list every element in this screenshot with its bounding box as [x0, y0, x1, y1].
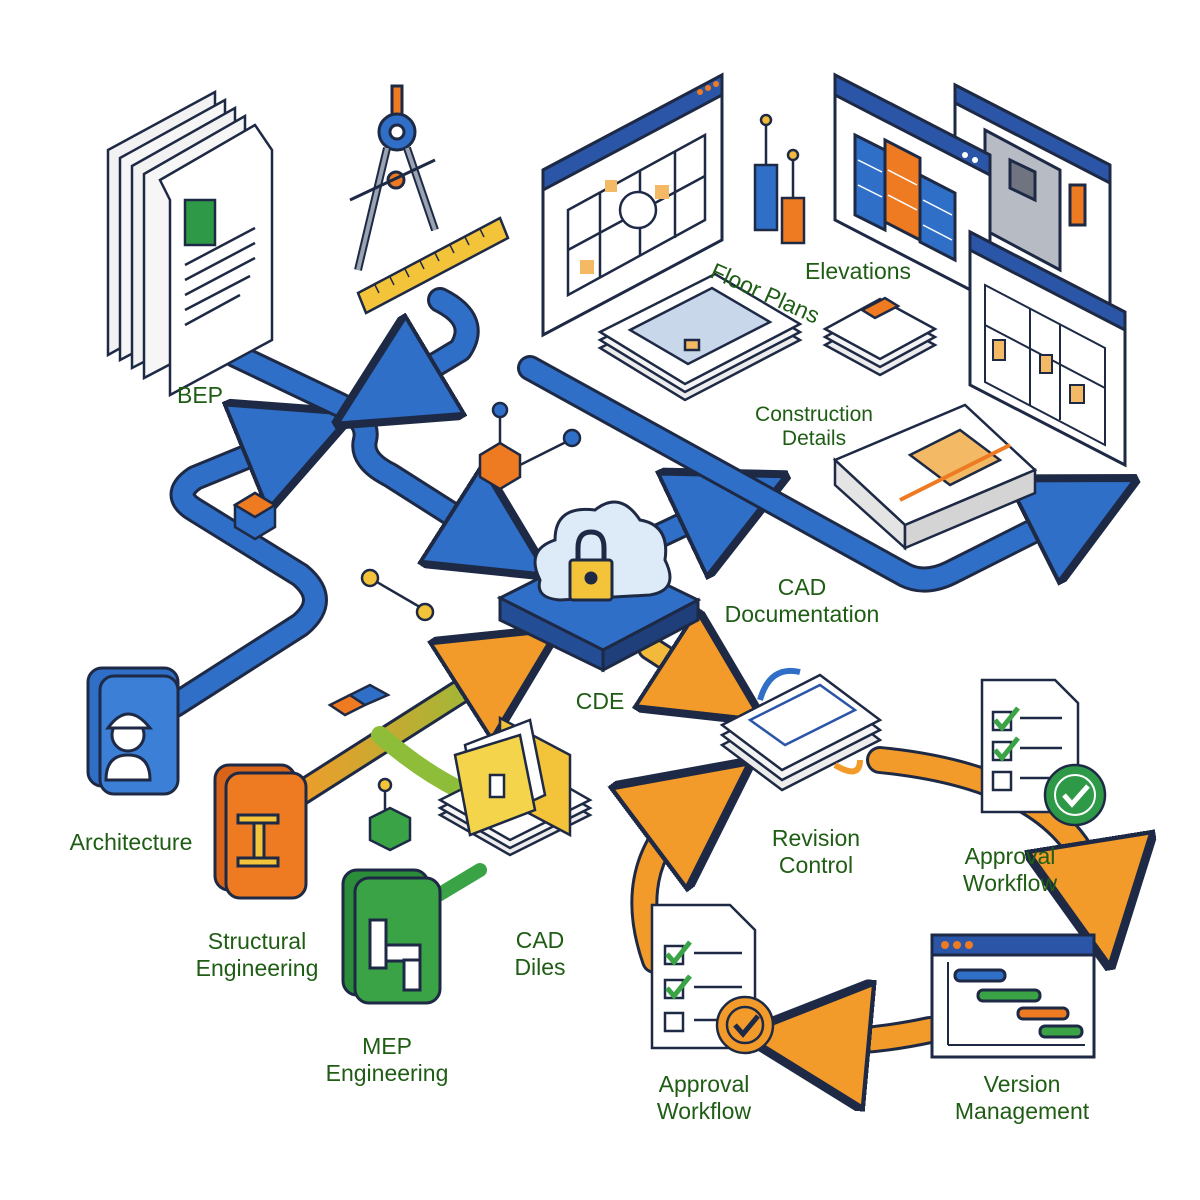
blue-flow-arrows — [162, 287, 1085, 718]
label-cde: CDE — [575, 688, 625, 714]
elevation-window-front — [833, 72, 992, 303]
revision-sheet-stack — [719, 667, 883, 792]
label-revision-control: Revision Control — [771, 825, 861, 878]
cube-icon — [232, 401, 582, 852]
label-version-management: Version Management — [954, 1071, 1090, 1124]
cloud-lock-icon — [496, 500, 702, 673]
detail-block-icon — [832, 403, 1038, 551]
steel-beam-icon — [213, 763, 308, 900]
compass-icon — [349, 84, 439, 271]
elevation-sheet-stack — [822, 296, 938, 377]
label-architecture: Architecture — [69, 829, 193, 855]
label-bep: BEP — [176, 382, 224, 408]
orange-flow-arrows — [277, 648, 715, 907]
approval-badge-icon — [1043, 763, 1107, 827]
ruler-icon — [356, 216, 510, 315]
gantt-chart-icon — [930, 933, 1096, 1059]
pipe-icon — [341, 868, 442, 1005]
document-stack-icon — [106, 89, 274, 398]
blueprint-icon — [566, 132, 707, 298]
label-mep-engineering: MEP Engineering — [325, 1033, 449, 1086]
folder-icon — [437, 715, 593, 857]
section-icon — [984, 283, 1106, 447]
checklist-bottom-icon — [650, 903, 775, 1055]
label-cad-files: CAD Diles — [514, 927, 566, 980]
mini-bar-chart-icon — [753, 113, 806, 245]
floor-plan-window — [541, 72, 724, 338]
label-structural-engineering: Structural Engineering — [195, 928, 319, 981]
floor-plan-sheet-stack — [597, 272, 803, 402]
label-construction-details: Construction Details — [755, 403, 873, 450]
label-cad-documentation: CAD Documentation — [724, 574, 880, 627]
label-elevations: Elevations — [804, 258, 912, 284]
section-window — [968, 229, 1127, 468]
label-approval-workflow-bottom: Approval Workflow — [656, 1071, 752, 1124]
elevation-window-back — [953, 82, 1112, 318]
label-approval-workflow-top: Approval Workflow — [962, 843, 1058, 896]
architect-helmet-icon — [86, 666, 180, 796]
